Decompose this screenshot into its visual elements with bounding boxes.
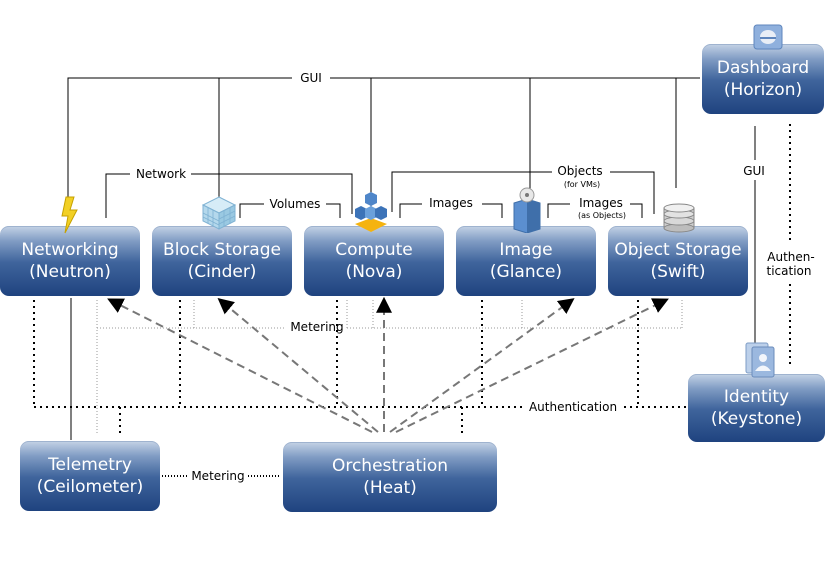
image-sub: (Glance) <box>489 262 563 282</box>
networking-sub: (Neutron) <box>29 262 111 282</box>
identity-sub: (Keystone) <box>710 409 803 429</box>
block-storage-name: Block Storage <box>163 240 281 260</box>
metering-top-label: Metering <box>290 320 343 334</box>
image-node: Image (Glance) <box>456 226 596 296</box>
orchestration-arrows <box>107 296 669 433</box>
gui-bus-lines <box>67 77 700 212</box>
images-label: Images <box>429 196 473 210</box>
networking-name: Networking <box>21 240 119 260</box>
image-name: Image <box>499 240 553 260</box>
compute-sub: (Nova) <box>345 262 403 282</box>
objects-sublabel: (for VMs) <box>564 180 600 189</box>
database-cylinder-icon <box>663 203 695 233</box>
telemetry-name: Telemetry <box>48 455 132 475</box>
objects-line <box>391 171 655 214</box>
identity-node: Identity (Keystone) <box>688 374 825 442</box>
volumes-label: Volumes <box>270 197 321 211</box>
block-storage-node: Block Storage (Cinder) <box>152 226 292 296</box>
disk-image-icon <box>513 187 541 233</box>
authentication-bus <box>33 300 686 436</box>
authentication-bottom-label: Authentication <box>529 400 617 414</box>
dashboard-icon <box>753 24 783 50</box>
volumes-line <box>239 203 341 218</box>
block-cube-icon <box>201 196 237 230</box>
lightning-icon <box>61 196 78 234</box>
orchestration-sub: (Heat) <box>363 478 417 498</box>
compute-name: Compute <box>335 240 413 260</box>
images-objects-label: Images <box>579 196 623 210</box>
network-line <box>105 173 353 218</box>
compute-node: Compute (Nova) <box>304 226 444 296</box>
network-label: Network <box>136 167 186 181</box>
gui-top-label: GUI <box>300 71 322 85</box>
authentication-side-label-2: tication <box>767 264 812 278</box>
orchestration-node: Orchestration (Heat) <box>283 442 497 512</box>
dashboard-sub: (Horizon) <box>723 80 803 100</box>
dashboard-name: Dashboard <box>716 58 810 78</box>
arrow-heat-to-neutron <box>107 298 373 433</box>
identity-name: Identity <box>723 387 790 407</box>
authentication-side-label-1: Authen- <box>767 250 814 264</box>
telemetry-node: Telemetry (Ceilometer) <box>20 441 160 511</box>
images-objects-sublabel: (as Objects) <box>578 211 626 220</box>
gui-side-label: GUI <box>743 164 765 178</box>
orchestration-name: Orchestration <box>331 456 449 476</box>
objects-label: Objects <box>557 164 602 178</box>
dashboard-node: Dashboard (Horizon) <box>702 44 824 114</box>
images-line <box>399 203 503 218</box>
arrow-heat-to-swift <box>395 298 669 433</box>
object-storage-sub: (Swift) <box>650 262 706 282</box>
id-card-icon <box>745 342 775 378</box>
arrow-heat-to-glance <box>389 298 575 433</box>
object-storage-name: Object Storage <box>614 240 742 260</box>
arrow-heat-to-cinder <box>217 297 379 433</box>
metering-bottom-label: Metering <box>191 469 244 483</box>
compute-cubes-icon <box>355 192 387 232</box>
images-objects-line <box>547 203 643 218</box>
telemetry-sub: (Ceilometer) <box>36 477 144 497</box>
block-storage-sub: (Cinder) <box>187 262 257 282</box>
networking-node: Networking (Neutron) <box>0 226 140 296</box>
object-storage-node: Object Storage (Swift) <box>608 226 748 296</box>
